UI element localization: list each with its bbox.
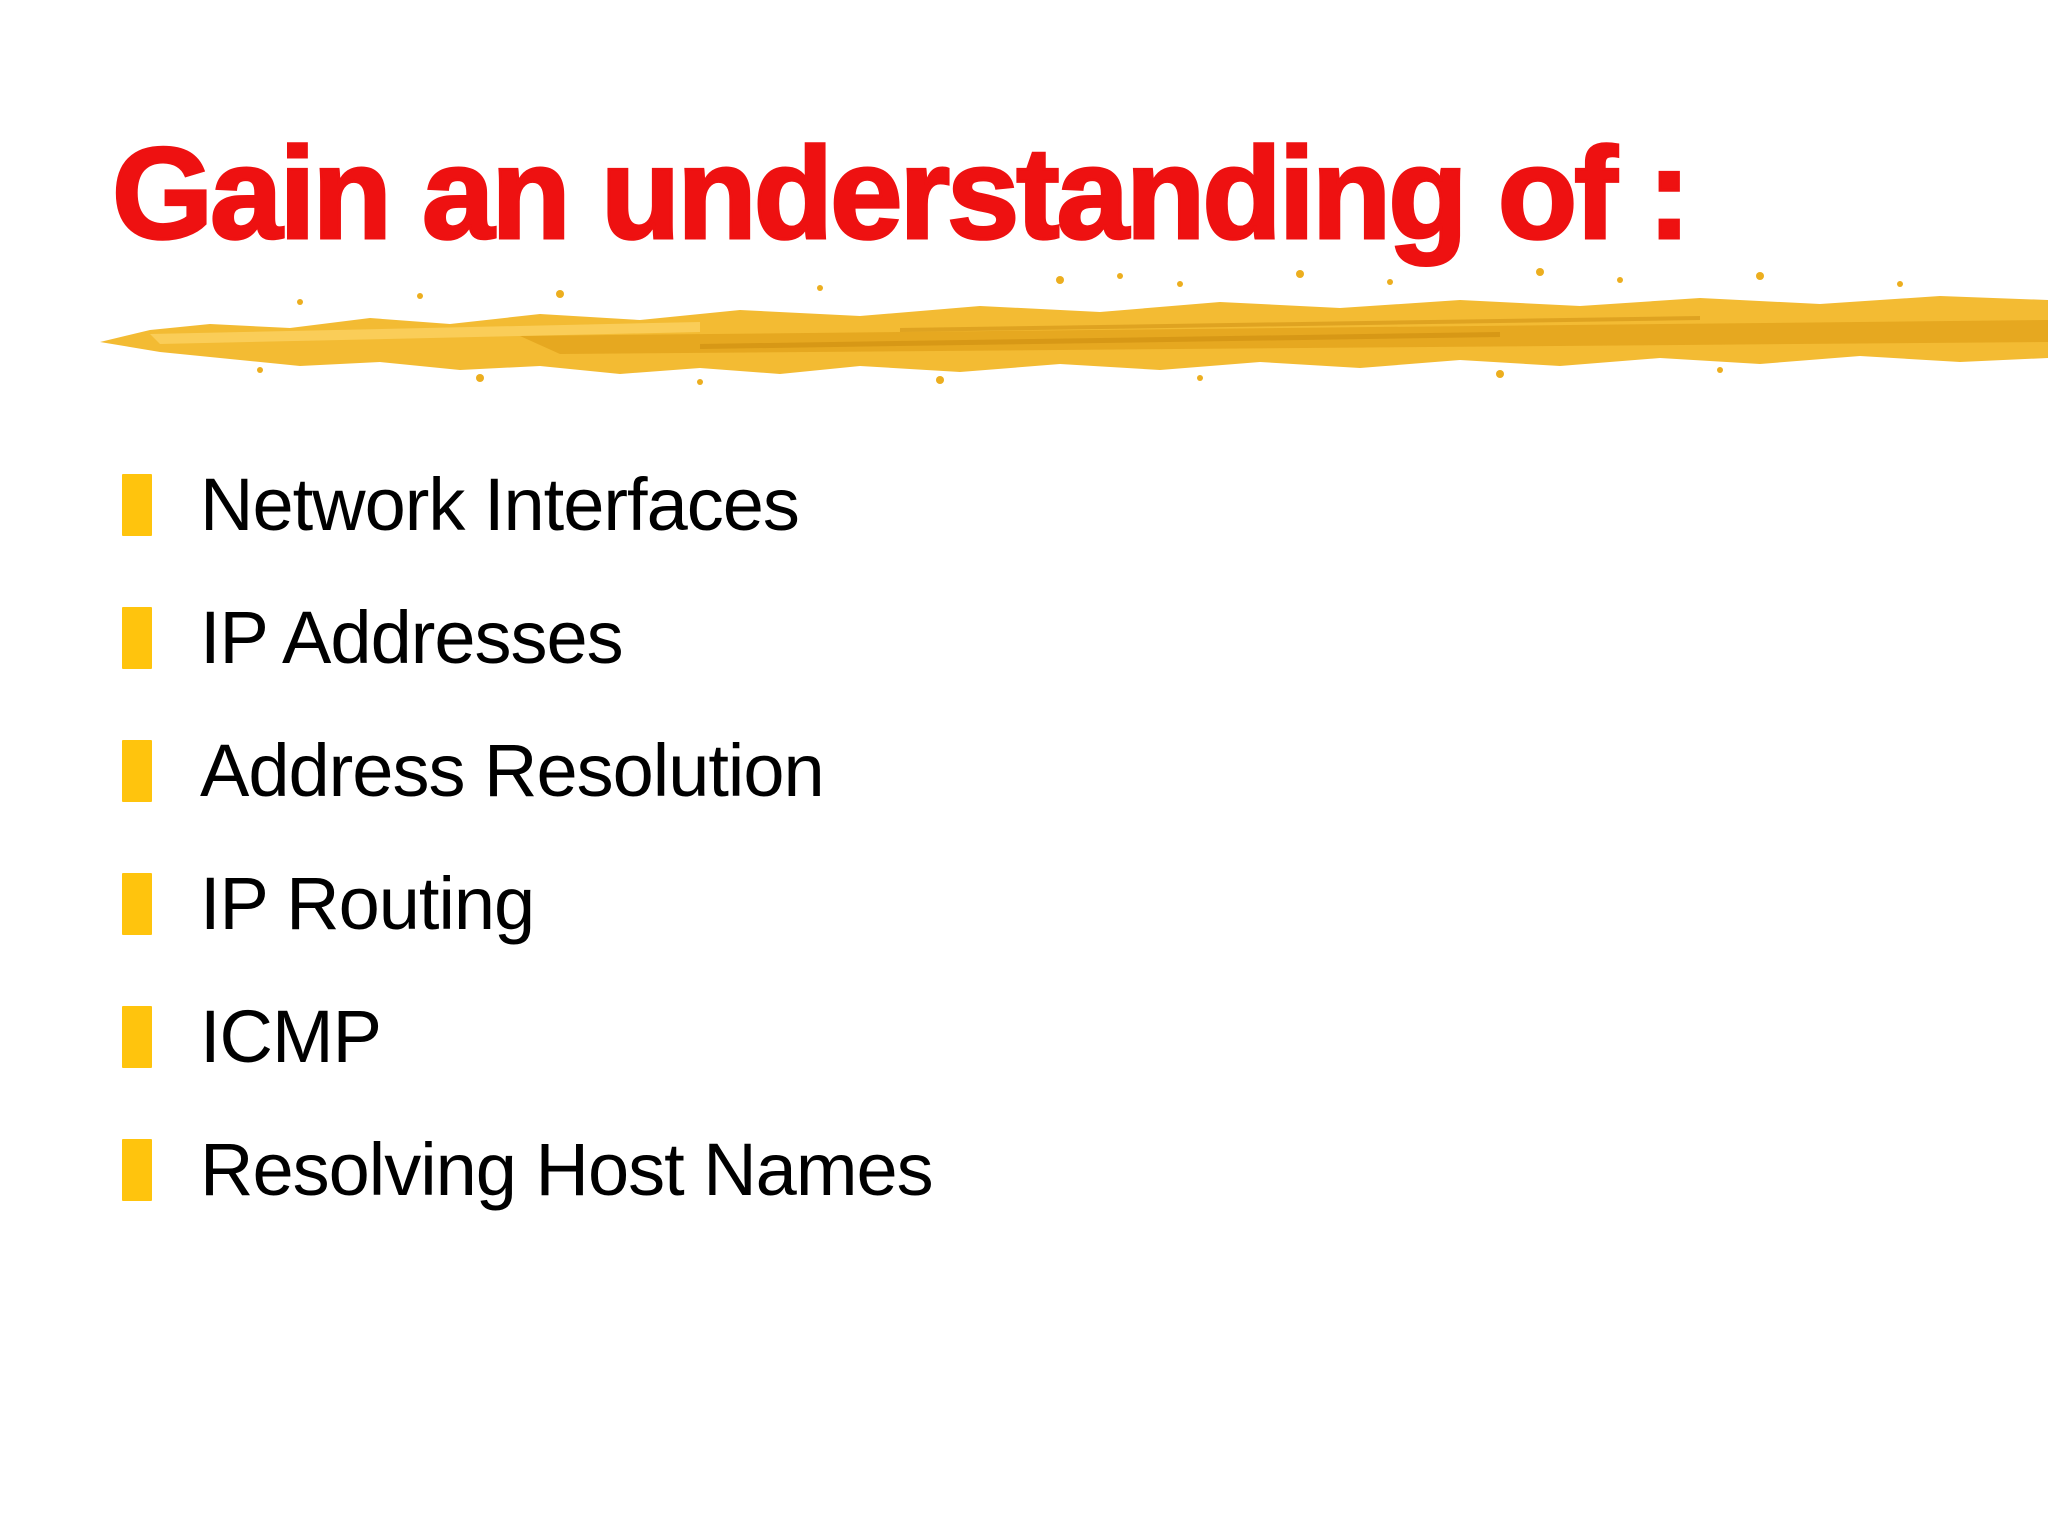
list-item: IP Routing xyxy=(122,837,933,970)
square-bullet-icon xyxy=(122,1138,152,1201)
list-item-label: IP Addresses xyxy=(200,596,624,679)
list-item-label: Address Resolution xyxy=(200,729,825,812)
square-bullet-icon xyxy=(122,739,152,802)
list-item: Network Interfaces xyxy=(122,438,933,571)
square-bullet-icon xyxy=(122,1005,152,1068)
brush-speckles xyxy=(257,268,1903,385)
square-bullet-icon xyxy=(122,872,152,935)
list-item: IP Addresses xyxy=(122,571,933,704)
list-item-label: Network Interfaces xyxy=(200,463,800,546)
brush-stroke-underline xyxy=(100,268,2048,385)
list-item-label: ICMP xyxy=(200,995,382,1078)
list-item-label: IP Routing xyxy=(200,862,535,945)
list-item: ICMP xyxy=(122,970,933,1103)
slide-title: Gain an understanding of : xyxy=(111,119,1693,268)
list-item: Address Resolution xyxy=(122,704,933,837)
list-item: Resolving Host Names xyxy=(122,1103,934,1236)
list-item-label: Resolving Host Names xyxy=(200,1128,934,1211)
square-bullet-icon xyxy=(122,606,152,669)
square-bullet-icon xyxy=(122,473,152,536)
bullet-list: Network Interfaces IP Addresses Address … xyxy=(122,438,934,1236)
